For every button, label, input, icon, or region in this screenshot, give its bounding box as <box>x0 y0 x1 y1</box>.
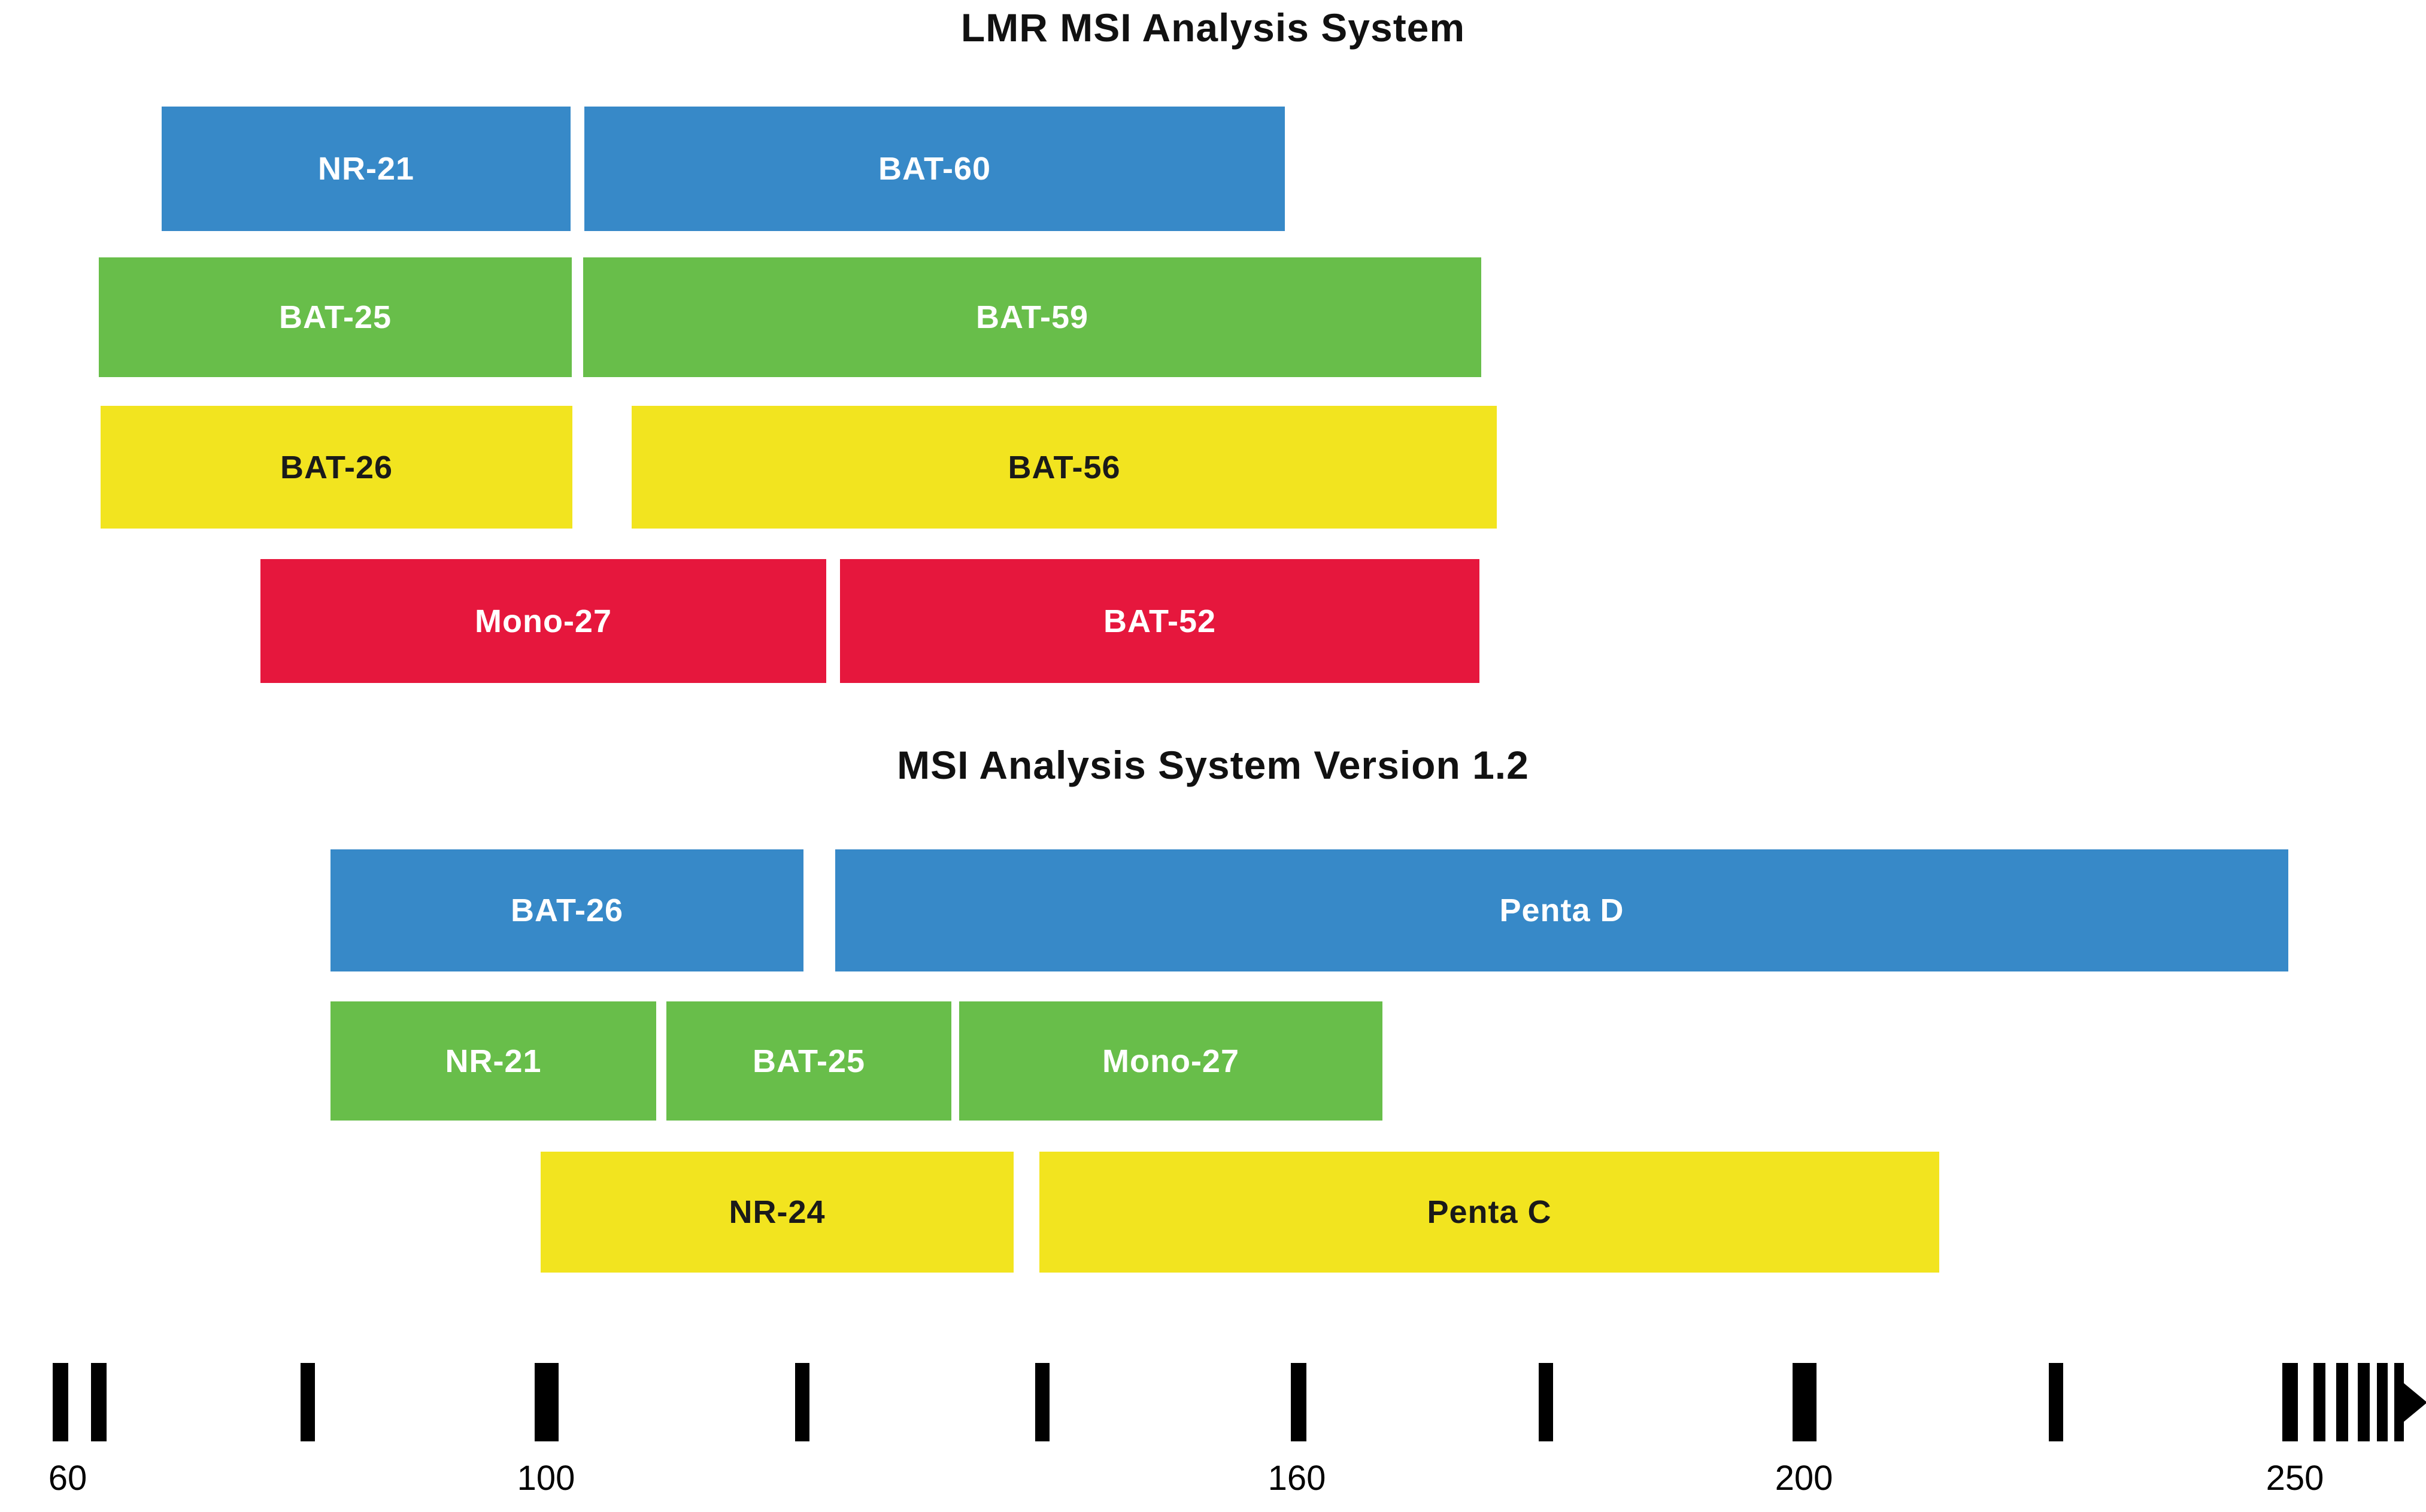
marker-bar-nr24: NR-24 <box>541 1152 1014 1273</box>
marker-bar-nr21: NR-21 <box>162 107 571 231</box>
axis-tick <box>1291 1363 1306 1441</box>
axis-tick <box>1539 1363 1553 1441</box>
marker-bar-mono27-v12: Mono-27 <box>959 1001 1382 1121</box>
marker-bar-bat56: BAT-56 <box>632 406 1497 529</box>
axis-tick <box>301 1363 315 1441</box>
axis-tick <box>2049 1363 2063 1441</box>
axis-tick-major <box>1793 1363 1817 1441</box>
marker-bar-pentad: Penta D <box>835 849 2288 971</box>
axis-tick <box>2358 1363 2370 1441</box>
axis-tick <box>795 1363 809 1441</box>
axis-tick <box>2336 1363 2348 1441</box>
axis-label-160: 160 <box>1267 1459 1326 1498</box>
axis-label-60: 60 <box>48 1459 87 1498</box>
marker-bar-bat60: BAT-60 <box>584 107 1285 231</box>
marker-bar-bat26: BAT-26 <box>101 406 572 529</box>
section-title-lmr: LMR MSI Analysis System <box>960 5 1466 50</box>
marker-bar-bat59: BAT-59 <box>583 257 1481 377</box>
marker-bar-nr21-v12: NR-21 <box>330 1001 656 1121</box>
marker-bar-bat26-v12: BAT-26 <box>330 849 803 971</box>
axis-tick-major <box>535 1363 559 1441</box>
marker-bar-bat25: BAT-25 <box>99 257 572 377</box>
axis-tick <box>53 1363 68 1441</box>
section-title-v12: MSI Analysis System Version 1.2 <box>897 743 1529 787</box>
axis-tick <box>91 1363 107 1441</box>
marker-bar-bat52: BAT-52 <box>840 559 1479 683</box>
axis-label-200: 200 <box>1775 1459 1833 1498</box>
axis-label-100: 100 <box>517 1459 575 1498</box>
axis-tick <box>2377 1363 2388 1441</box>
axis-tick <box>1035 1363 1050 1441</box>
axis-tick <box>2313 1363 2325 1441</box>
axis-tick <box>2282 1363 2298 1441</box>
axis-arrow-icon <box>2400 1380 2426 1425</box>
marker-bar-bat25-v12: BAT-25 <box>666 1001 951 1121</box>
marker-bar-pentac: Penta C <box>1039 1152 1939 1273</box>
marker-bar-mono27: Mono-27 <box>260 559 826 683</box>
axis-label-250: 250 <box>2266 1459 2324 1498</box>
